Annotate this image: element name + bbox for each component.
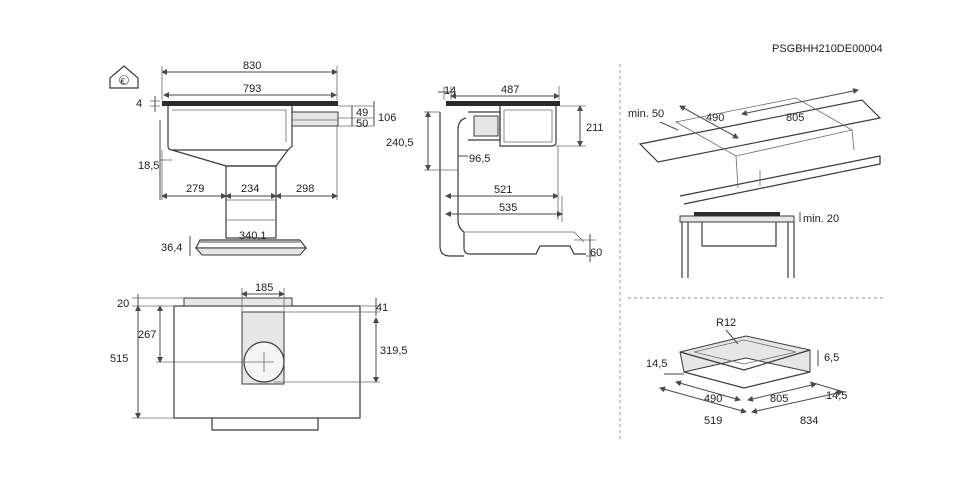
dim-cut-490: 490 [706,112,724,124]
dim-234: 234 [241,183,259,195]
dim-r12: R12 [716,317,736,329]
dim-340-1: 340,1 [239,230,267,242]
dim-60: 60 [590,247,602,259]
dim-cut-805: 805 [786,112,804,124]
side-elevation-view: 14 487 211 240,5 96,5 521 535 60 [386,84,604,262]
dim-14-5-left: 14,5 [646,358,667,370]
dim-487: 487 [501,84,519,96]
dim-830: 830 [243,60,261,72]
dim-18-5: 18,5 [138,160,159,172]
dim-36-4: 36,4 [161,242,182,254]
dim-41: 41 [376,302,388,314]
svg-text:€: € [121,77,126,86]
dim-793: 793 [243,83,261,95]
plan-view: 20 185 41 267 319,5 515 [110,282,408,431]
dim-50: 50 [356,118,368,130]
dim-49: 49 [356,107,368,119]
frame-view: R12 6,5 14,5 14,5 490 805 519 834 [646,317,847,427]
dim-14-5-right: 14,5 [826,390,847,402]
dim-96-5: 96,5 [469,153,490,165]
dim-319-5: 319,5 [380,345,408,357]
front-elevation-view: € 830 793 4 49 [109,60,396,256]
cutout-view: min. 50 490 805 min. 20 [628,88,882,278]
dim-515: 515 [110,353,128,365]
dim-6-5: 6,5 [824,352,839,364]
dim-outer-519: 519 [704,415,722,427]
dim-min-20: min. 20 [803,213,839,225]
dim-298: 298 [296,183,314,195]
dim-14: 14 [444,85,456,97]
drawing-code-label: PSGBHH210DE00004 [772,43,883,55]
dim-106: 106 [378,112,396,124]
dim-240-5: 240,5 [386,137,414,149]
dim-211: 211 [586,122,604,134]
dim-inner-805: 805 [770,393,788,405]
dim-279: 279 [186,183,204,195]
dim-535: 535 [499,202,517,214]
dim-4: 4 [136,98,142,110]
dim-267: 267 [138,329,156,341]
dim-521: 521 [494,184,512,196]
dim-20: 20 [117,298,129,310]
dim-min-50: min. 50 [628,108,664,120]
section-separators [619,64,884,440]
energy-label-icon: € [109,65,139,89]
dim-outer-834: 834 [800,415,818,427]
dim-185: 185 [255,282,273,294]
